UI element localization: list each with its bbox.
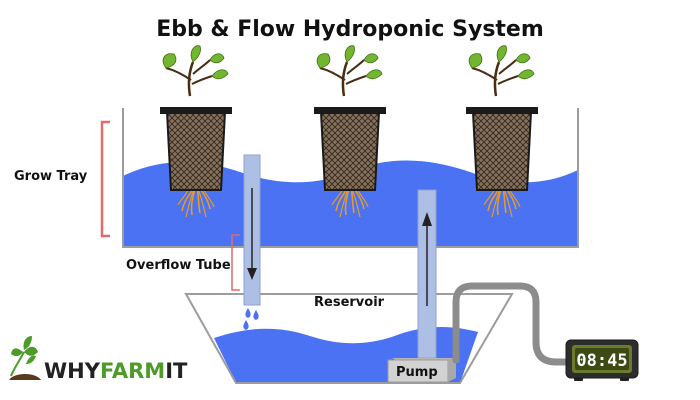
timer-device: 08:45	[565, 339, 639, 381]
pump: Pump	[387, 356, 460, 383]
logo-sprout-icon	[9, 336, 41, 380]
grow-tray-marker	[100, 120, 110, 238]
timer-display: 08:45	[576, 351, 627, 371]
grow-tray-outline	[122, 108, 579, 248]
page-title: Ebb & Flow Hydroponic System	[156, 17, 544, 42]
pump-tube	[417, 189, 437, 359]
grow-tray	[122, 108, 579, 248]
svg-text:WHYFARMIT: WHYFARMIT	[44, 359, 188, 383]
overflow-tube-label: Overflow Tube	[126, 258, 231, 273]
grow-tray-label: Grow Tray	[14, 169, 88, 184]
overflow-tube	[243, 154, 261, 306]
grow-tray-water	[123, 160, 578, 247]
reservoir-label: Reservoir	[314, 295, 385, 310]
whyfarmit-logo: WHYFARMIT	[9, 336, 188, 383]
pump-hose	[452, 282, 570, 366]
reservoir-outline	[184, 293, 514, 384]
logo-text-it: IT	[165, 359, 188, 383]
logo-text-why: WHY	[44, 359, 101, 383]
water-drops	[243, 308, 259, 330]
logo-text-farm: FARM	[100, 359, 165, 383]
overflow-tube-marker	[231, 234, 240, 291]
pump-label: Pump	[396, 365, 438, 380]
